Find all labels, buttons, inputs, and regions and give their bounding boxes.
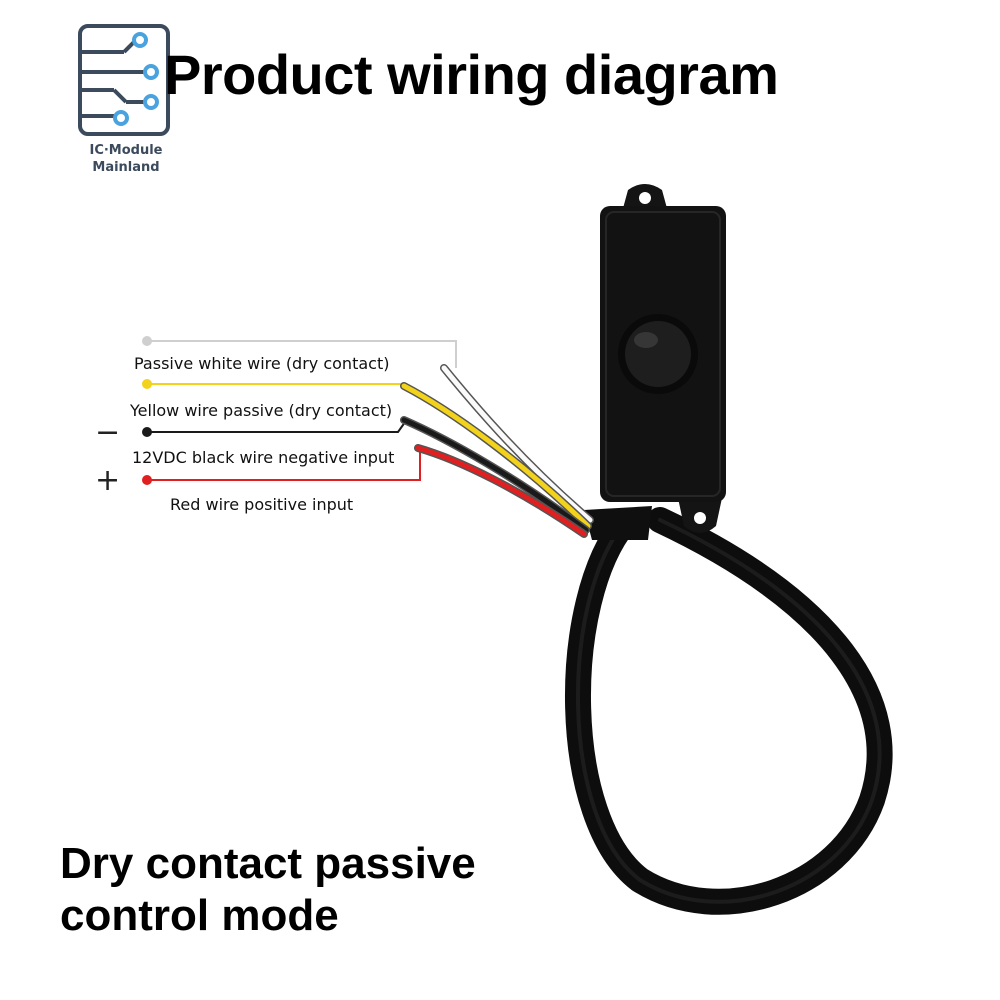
wires-group — [142, 336, 594, 538]
wire-yellow-lead — [147, 383, 411, 387]
wire-black — [401, 417, 589, 533]
positive-sign: + — [95, 463, 121, 498]
wire-label-yellow: Yellow wire passive (dry contact) — [130, 401, 393, 420]
wire-label-white: Passive white wire (dry contact) — [134, 354, 390, 373]
negative-sign: − — [95, 415, 121, 450]
mode-line-1: Dry contact passive — [60, 839, 476, 888]
wire-red-lead — [147, 446, 421, 481]
mode-caption: Dry contact passive control mode — [60, 838, 476, 942]
wire-black-dot — [142, 427, 152, 437]
mount-tab-bottom — [678, 498, 722, 533]
wire-label-black: 12VDC black wire negative input — [132, 448, 395, 467]
wire-label-red: Red wire positive input — [170, 495, 354, 514]
logo-line-2: Mainland — [92, 160, 160, 175]
wire-yellow — [401, 383, 591, 529]
page-title: Product wiring diagram — [164, 43, 779, 106]
wire-red-dot — [142, 475, 152, 485]
wire-yellow-dot — [142, 379, 152, 389]
brand-logo: IC·Module Mainland — [74, 22, 178, 182]
cable-loop — [564, 507, 893, 915]
cable-boot — [584, 506, 652, 540]
logo-line-1: IC·Module — [89, 143, 163, 158]
wire-red — [415, 445, 587, 537]
mode-line-2: control mode — [60, 891, 339, 940]
wire-white-lead — [147, 340, 457, 368]
wire-white-dot — [142, 336, 152, 346]
mount-tab-top — [622, 184, 668, 212]
logo-text: IC·Module Mainland — [74, 142, 178, 176]
pir-lens — [618, 314, 698, 394]
wire-white — [441, 365, 593, 523]
circuit-logo-icon — [78, 24, 170, 136]
